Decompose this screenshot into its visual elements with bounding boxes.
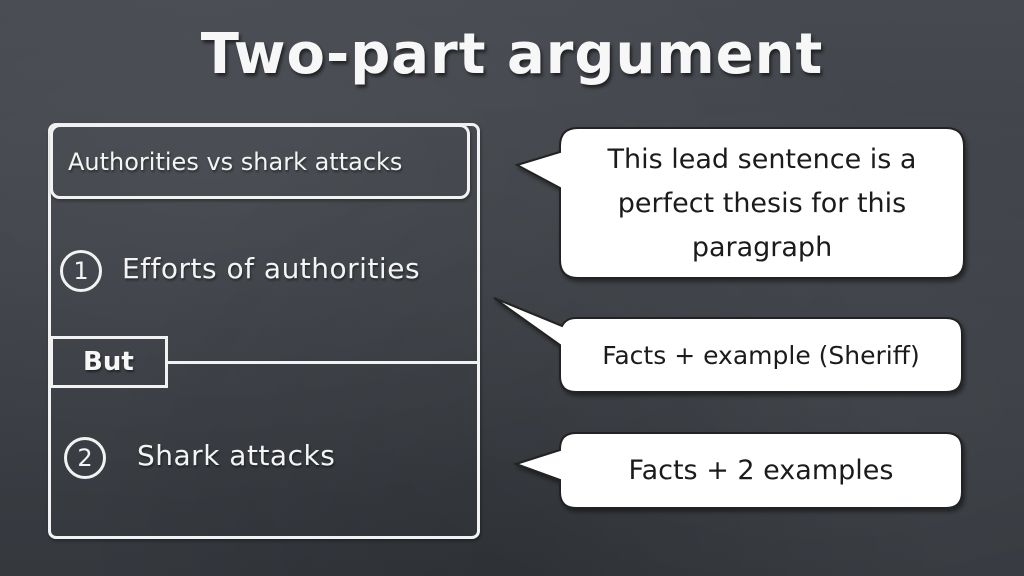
slide-title: Two-part argument: [200, 22, 824, 87]
thesis-callout-line-3: paragraph: [691, 232, 833, 263]
part-1-label: Efforts of authorities: [122, 252, 421, 285]
section-divider: [168, 361, 480, 364]
part-1-number-badge: 1: [60, 250, 102, 292]
thesis-callout-line-2: perfect thesis for this: [617, 188, 907, 219]
part-2-number: 2: [77, 444, 93, 472]
connector-box: But: [50, 336, 168, 388]
thesis-callout-text: This lead sentence is a perfect thesis f…: [562, 134, 962, 274]
part-2-label: Shark attacks: [137, 439, 336, 472]
connector-text: But: [83, 347, 134, 377]
lead-sentence-box: Authorities vs shark attacks: [50, 124, 470, 199]
part-2-number-badge: 2: [64, 437, 106, 479]
lead-sentence-text: Authorities vs shark attacks: [68, 147, 403, 176]
part-1-number: 1: [73, 257, 89, 285]
part-1-callout-text: Facts + example (Sheriff): [602, 340, 920, 370]
thesis-callout-line-1: This lead sentence is a: [607, 144, 917, 175]
part-2-callout-text: Facts + 2 examples: [628, 455, 894, 486]
